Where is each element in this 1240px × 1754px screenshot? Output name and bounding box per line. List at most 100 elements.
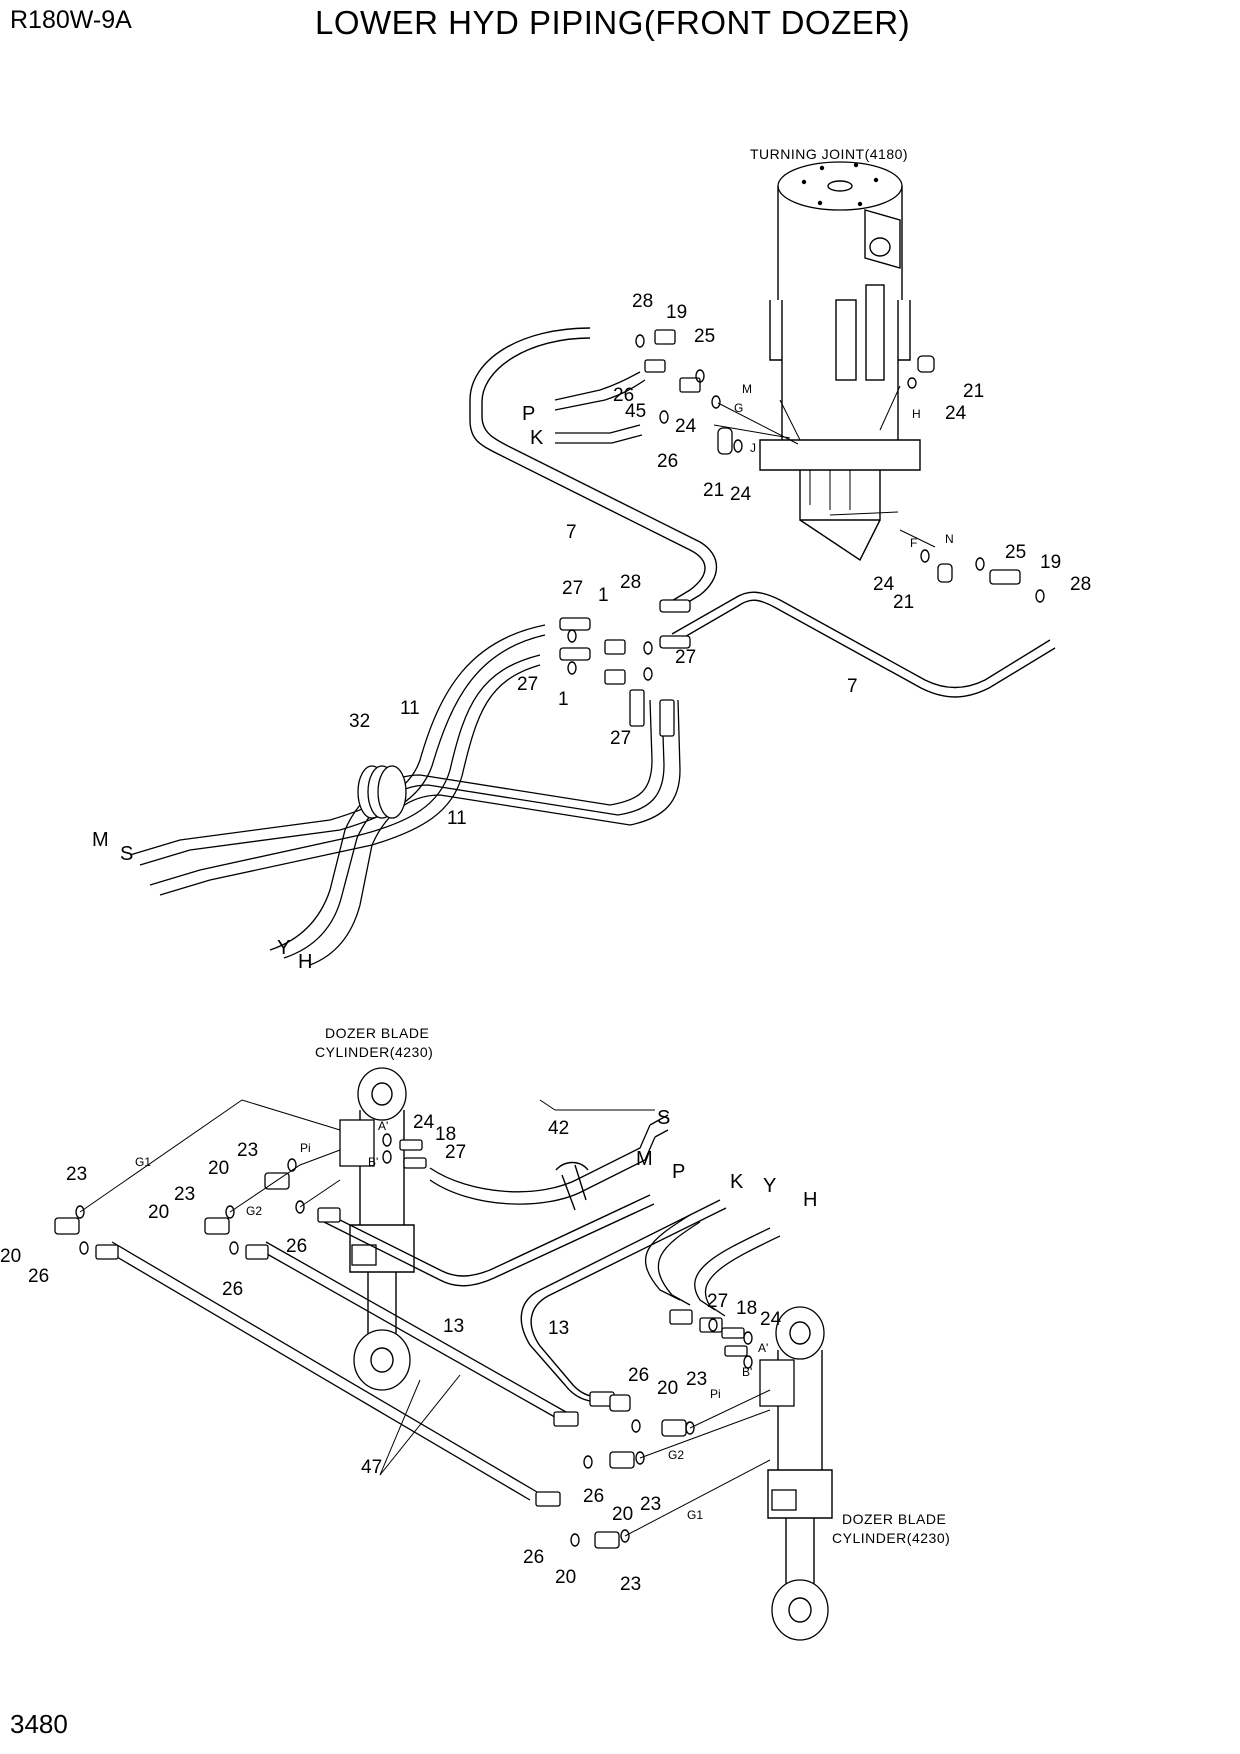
callout-19: 19 — [666, 302, 687, 323]
dozer-cyl-left-caption-1: DOZER BLADE — [325, 1025, 429, 1041]
dozer-cyl-right-caption-2: CYLINDER(4230) — [832, 1530, 950, 1546]
callout-20-d: 20 — [657, 1378, 678, 1399]
callout-24-f: 24 — [760, 1309, 782, 1330]
hose-letter-k-upper: K — [530, 427, 544, 449]
callout-24-d: 24 — [873, 574, 895, 595]
port-h: H — [912, 407, 921, 421]
callout-24-e: 24 — [413, 1112, 435, 1133]
callout-26-d: 26 — [222, 1279, 243, 1300]
port-a-right: A' — [758, 1341, 768, 1355]
port-g1-right: G1 — [687, 1508, 703, 1522]
callout-27-f: 27 — [707, 1291, 728, 1312]
callout-20-e: 20 — [612, 1504, 633, 1525]
callout-23-d: 23 — [686, 1369, 707, 1390]
callout-13-b: 13 — [548, 1318, 569, 1339]
callout-28-b: 28 — [1070, 574, 1091, 595]
port-pi-left: Pi — [300, 1141, 311, 1155]
callout-7-b: 7 — [847, 676, 858, 697]
dozer-cylinder-left: DOZER BLADE CYLINDER(4230) — [315, 1025, 433, 1391]
callout-21-c: 21 — [893, 592, 914, 613]
callout-24-c: 24 — [945, 403, 967, 424]
turning-joint-caption: TURNING JOINT(4180) — [750, 146, 908, 162]
hose-letter-m-lower: M — [636, 1148, 653, 1170]
port-g2-right: G2 — [668, 1448, 684, 1462]
callout-13-a: 13 — [443, 1316, 464, 1337]
callout-20-c: 20 — [0, 1246, 21, 1267]
hose-letter-p-upper: P — [522, 403, 535, 425]
port-b-right: B' — [742, 1365, 752, 1379]
callout-42: 42 — [548, 1118, 569, 1139]
callout-19-b: 19 — [1040, 552, 1061, 573]
callout-23-f: 23 — [620, 1574, 641, 1595]
turning-joint: TURNING JOINT(4180) — [750, 146, 921, 562]
callout-21-a: 21 — [703, 480, 724, 501]
port-m: M — [742, 382, 752, 396]
callout-numbers: 28 19 25 26 45 24 26 21 24 21 24 7 25 19… — [0, 291, 1091, 1595]
hose-letter-h-lower: H — [803, 1189, 817, 1211]
dozer-cyl-left-caption-2: CYLINDER(4230) — [315, 1044, 433, 1060]
port-g2-left: G2 — [246, 1204, 262, 1218]
hose-letter-y-lower: Y — [763, 1175, 776, 1197]
callout-23-c: 23 — [174, 1184, 195, 1205]
callout-27-c: 27 — [517, 674, 538, 695]
hose-letter-h-upper: H — [298, 951, 312, 973]
dozer-cyl-right-caption-1: DOZER BLADE — [842, 1511, 946, 1527]
callout-20-a: 20 — [208, 1158, 229, 1179]
page-number: 3480 — [10, 1709, 68, 1739]
callout-11-b: 11 — [447, 808, 467, 829]
callout-23-b: 23 — [66, 1164, 87, 1185]
callout-7-a: 7 — [566, 522, 577, 543]
port-g1-left: G1 — [135, 1155, 151, 1169]
callout-23-a: 23 — [237, 1140, 258, 1161]
dozer-cylinder-right: DOZER BLADE CYLINDER(4230) — [759, 1306, 950, 1641]
callout-18-b: 18 — [736, 1298, 757, 1319]
callout-25-b: 25 — [1005, 542, 1026, 563]
callout-26-c: 26 — [286, 1236, 307, 1257]
port-g: G — [734, 401, 743, 415]
port-labels: M G H J F N Pi G1 G2 A' B' Pi G2 G1 A' B… — [135, 382, 954, 1522]
callout-47: 47 — [361, 1457, 382, 1478]
callout-26-b: 26 — [657, 451, 678, 472]
callout-27-a: 27 — [562, 578, 583, 599]
callout-28-c: 28 — [620, 572, 641, 593]
hose-letter-s-lower: S — [657, 1107, 670, 1129]
port-b-left: B' — [368, 1155, 378, 1169]
callout-27-e: 27 — [445, 1142, 466, 1163]
callout-1-b: 1 — [558, 689, 569, 710]
callout-26-h: 26 — [523, 1547, 544, 1568]
callout-26: 26 — [613, 385, 634, 406]
model-number: R180W-9A — [10, 6, 132, 34]
callout-27-d: 27 — [610, 728, 631, 749]
upper-pipe-routes — [129, 327, 1056, 966]
callout-32: 32 — [349, 711, 370, 732]
callout-20-f: 20 — [555, 1567, 576, 1588]
port-j: J — [750, 441, 756, 455]
callout-1-a: 1 — [598, 585, 609, 606]
callout-25: 25 — [694, 326, 715, 347]
port-n: N — [945, 532, 954, 546]
callout-20-b: 20 — [148, 1202, 169, 1223]
diagram-title: LOWER HYD PIPING(FRONT DOZER) — [315, 4, 911, 41]
port-pi-right: Pi — [710, 1387, 721, 1401]
lower-pipe-routes — [54, 1099, 781, 1549]
hose-letter-s-upper: S — [120, 843, 133, 865]
port-f: F — [910, 536, 917, 550]
callout-26-e: 26 — [28, 1266, 49, 1287]
callout-28: 28 — [632, 291, 653, 312]
hose-end-letters: P K M S Y H S M P K Y H — [92, 403, 817, 1211]
callout-18-a: 18 — [435, 1124, 456, 1145]
callout-21-b: 21 — [963, 381, 984, 402]
port-a-left: A' — [378, 1119, 388, 1133]
callout-45: 45 — [625, 401, 646, 422]
hose-letter-y-upper: Y — [277, 937, 290, 959]
callout-11-a: 11 — [400, 698, 420, 719]
hose-letter-k-lower: K — [730, 1171, 744, 1193]
hose-letter-m-upper: M — [92, 829, 109, 851]
callout-26-g: 26 — [583, 1486, 604, 1507]
callout-24-a: 24 — [675, 416, 697, 437]
callout-23-e: 23 — [640, 1494, 661, 1515]
callout-24-b: 24 — [730, 484, 752, 505]
hose-letter-p-lower: P — [672, 1161, 685, 1183]
